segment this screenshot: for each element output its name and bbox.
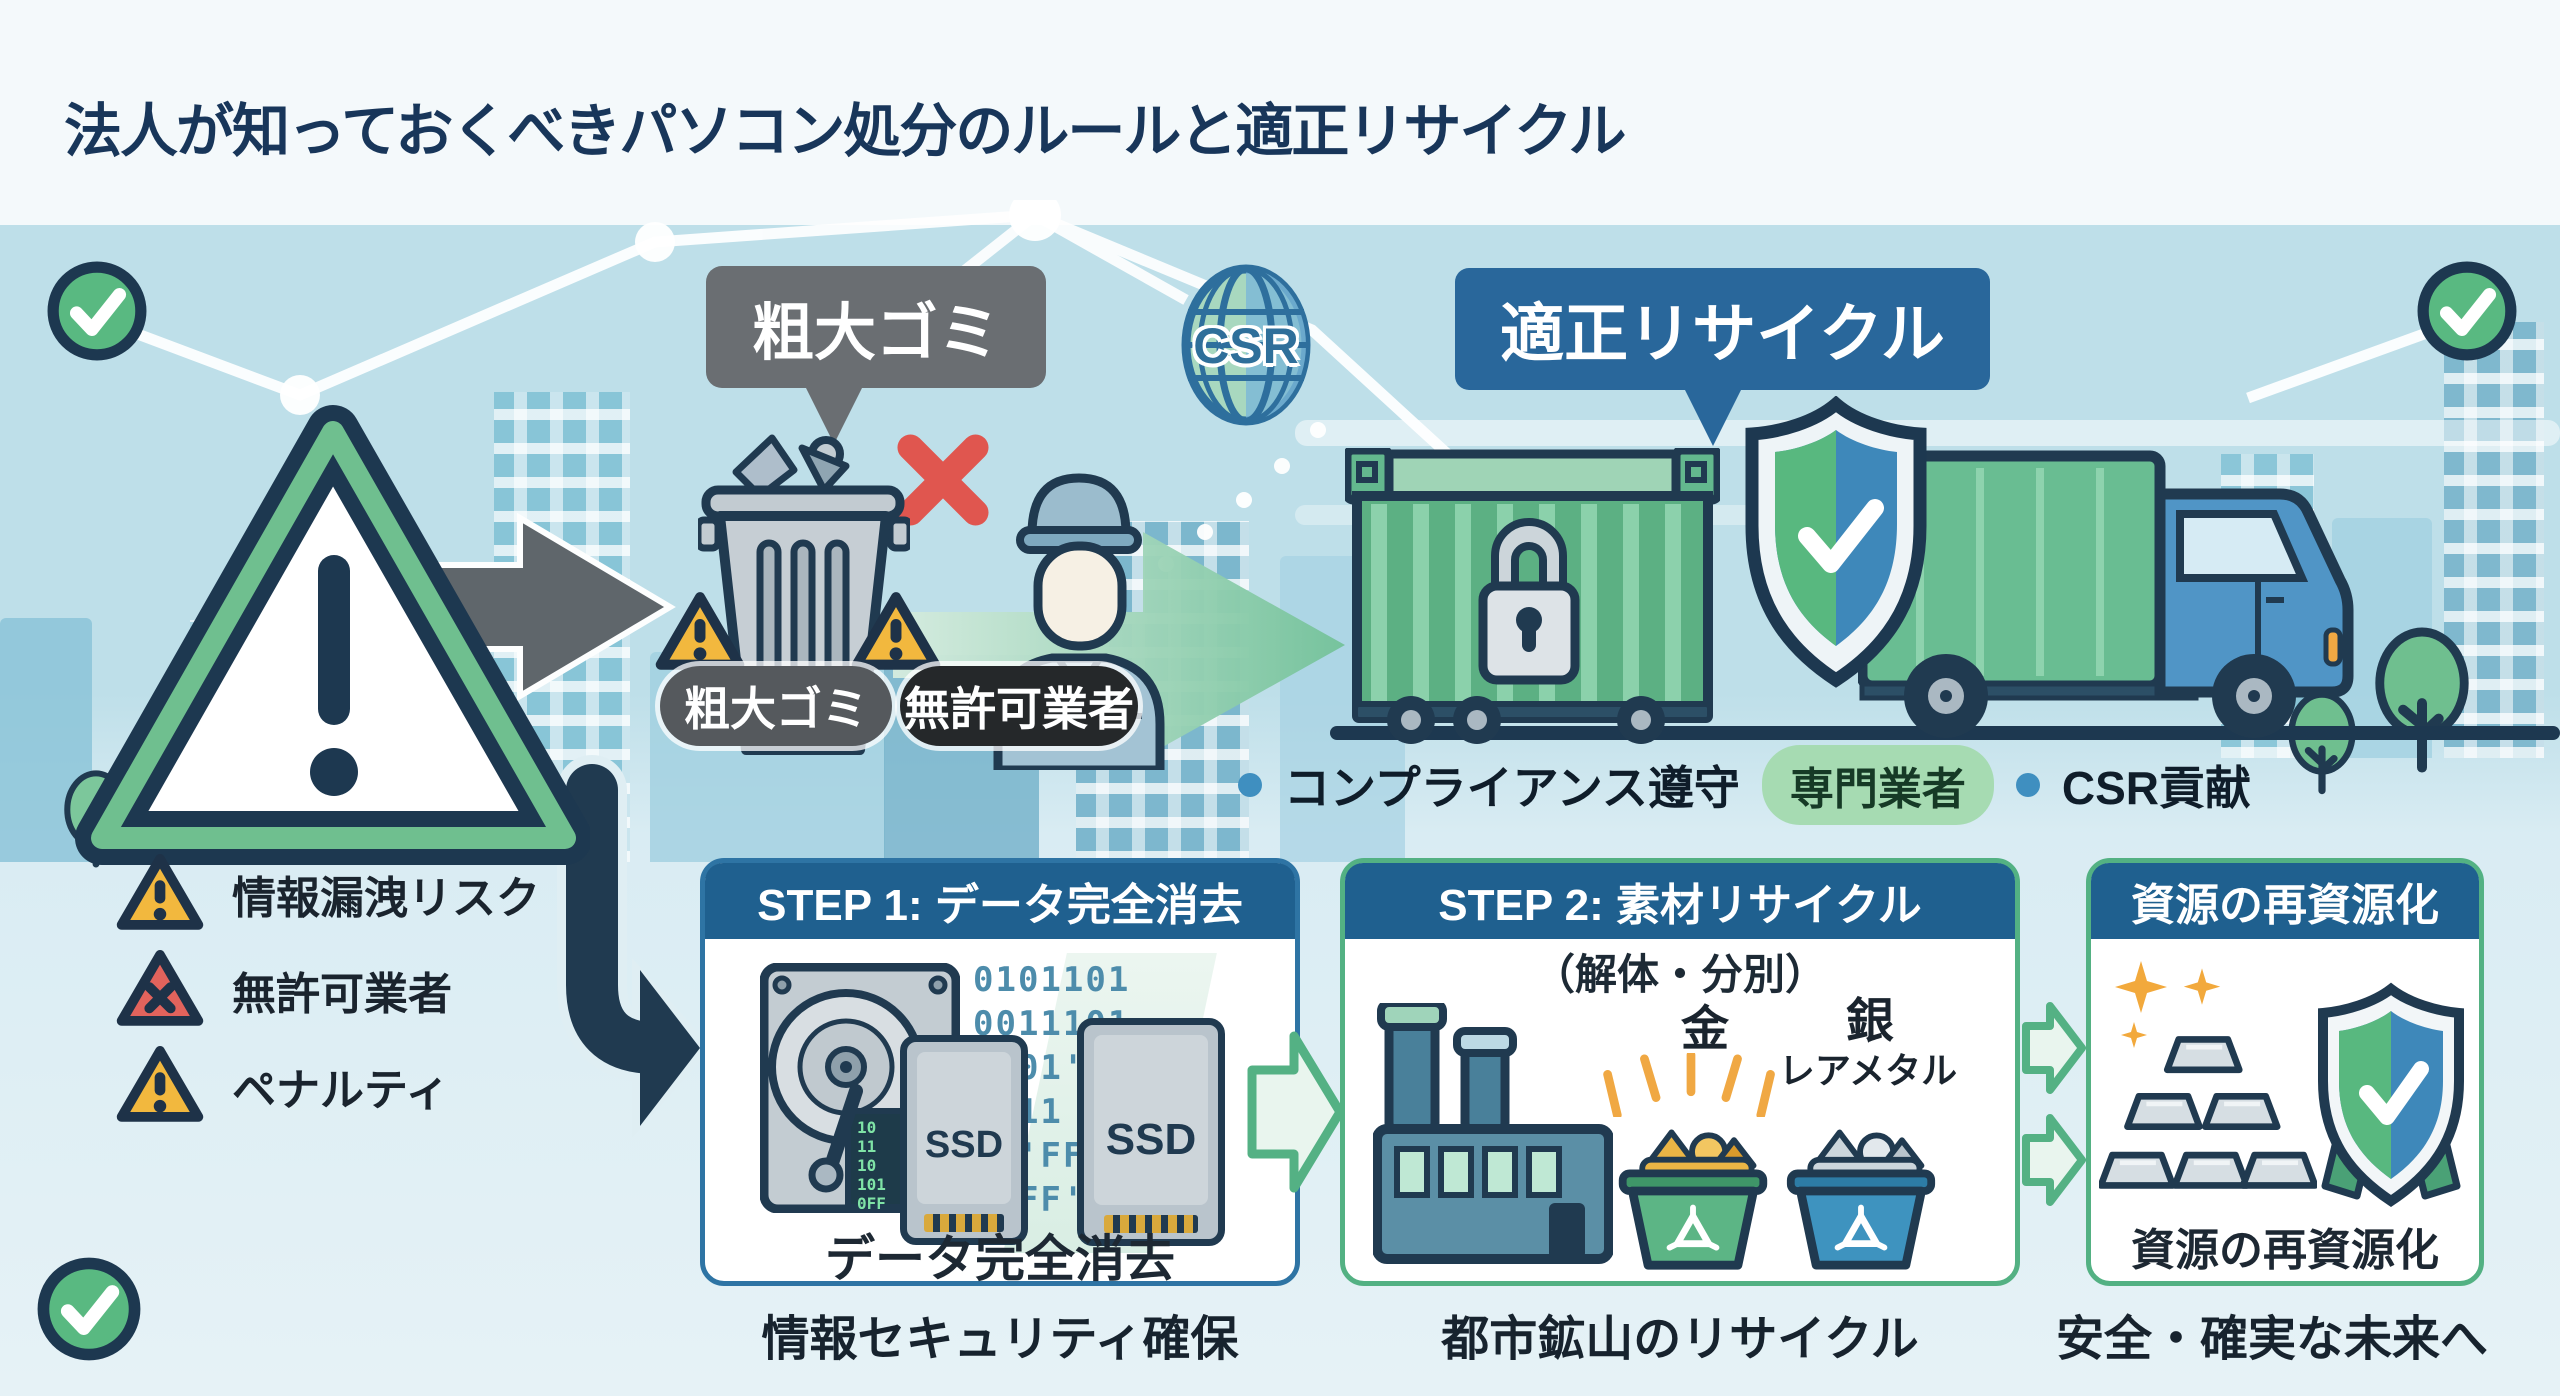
gold-label: 金 (1680, 1003, 1729, 1056)
bubble-tail (806, 388, 862, 444)
header-band (0, 0, 2560, 225)
rare-metal-label: レアメタル (1778, 1050, 1958, 1091)
step3-caption: 資源の再資源化 (2131, 1226, 2439, 1275)
benefit-compliance-label: コンプライアンス遵守 (1284, 762, 1740, 814)
gold-recycle-bin-icon (1618, 1129, 1768, 1270)
silver-recycle-bin-icon (1786, 1129, 1936, 1270)
globe-icon (1181, 264, 1311, 426)
ssd-label: SSD (1105, 1114, 1197, 1164)
ssd-icon: SSD (900, 1035, 1028, 1245)
green-flow-arrow (893, 532, 1345, 758)
step2-card: STEP 2: 素材リサイクル （解体・分別） 金 (1340, 858, 2020, 1286)
warning-triangle-icon (116, 1046, 204, 1122)
bullet-dot (2015, 773, 2040, 797)
light-streak (1295, 420, 2560, 446)
bubble-tail (1685, 390, 1741, 446)
risk-item-label: 情報漏洩リスク (232, 874, 540, 923)
truck-icon (1858, 450, 2354, 738)
step1-card: STEP 1: データ完全消去 10 11 10 101 0FF 0101101… (700, 858, 1300, 1287)
bullet-dot (1238, 773, 1262, 797)
step-arrow-icon (1247, 1031, 1345, 1193)
ssd-body (917, 1052, 1011, 1204)
ssd-icon: SSD (1077, 1018, 1225, 1246)
risk-item-label: 無許可業者 (232, 970, 452, 1019)
vendor-pill: 専門業者 (1761, 745, 1994, 825)
step1-caption: データ完全消去 (825, 1231, 1175, 1287)
step1-footer: 情報セキュリティ確保 (761, 1313, 1239, 1366)
page-title: 法人が知っておくべきパソコン処分のルールと適正リサイクル (64, 99, 1626, 164)
step2-subtitle: （解体・分別） (1532, 950, 1827, 998)
warning-triangle-icon (75, 405, 590, 865)
bad-bubble: 粗大ゴミ (706, 266, 1046, 444)
good-bubble: 適正リサイクル (1455, 268, 1990, 446)
sparkle-stars-icon (2115, 961, 2221, 1048)
benefits-row: コンプライアンス遵守 専門業者 CSR貢献 (1238, 745, 2251, 825)
good-bubble-label: 適正リサイクル (1500, 298, 1945, 370)
step3-footer: 安全・確実な未来へ (2055, 1313, 2488, 1366)
shield-check-icon (1745, 396, 1927, 688)
step2-footer: 都市鉱山のリサイクル (1441, 1313, 1919, 1366)
ssd-pins (924, 1214, 1004, 1232)
ssd-label: SSD (924, 1124, 1004, 1167)
ssd-pins (1104, 1215, 1198, 1233)
cross-triangle-icon (116, 950, 204, 1026)
container-icon (1345, 448, 1720, 744)
csr-globe-label: CSR (1193, 318, 1299, 374)
ssd-body (1094, 1035, 1208, 1205)
warning-triangle-icon (655, 592, 745, 670)
step2-header: STEP 2: 素材リサイクル (1345, 863, 2015, 939)
warning-triangle-icon (116, 854, 204, 930)
silver-label: 銀 (1845, 995, 1894, 1048)
step-arrow-icon (2022, 1002, 2086, 1206)
metal-ingots-icon (2099, 1036, 2317, 1189)
factory-icon (1373, 1003, 1613, 1264)
step1-header: STEP 1: データ完全消去 (705, 863, 1295, 939)
sparkle-rays-icon (1603, 1053, 1775, 1117)
step3-card: 資源の再資源化 資源の再資源化 (2086, 858, 2484, 1286)
check-circle-icon (47, 261, 147, 361)
bad-bubble-label: 粗大ゴミ (751, 299, 1000, 368)
step3-header: 資源の再資源化 (2091, 863, 2479, 939)
medal-shield-icon (2318, 982, 2464, 1208)
unlicensed-vendor-pill: 無許可業者 (900, 666, 1138, 746)
benefit-csr-label: CSR貢献 (2061, 762, 2251, 814)
check-circle-icon (2417, 261, 2517, 361)
hdd-erase-digits: 10 11 10 101 0FF (857, 1118, 886, 1213)
bulky-waste-pill: 粗大ゴミ (660, 666, 892, 746)
risk-item-label: ペナルティ (232, 1066, 450, 1115)
check-circle-icon (37, 1257, 141, 1361)
warning-triangle-icon (851, 592, 941, 670)
elbow-arrow (557, 755, 712, 1138)
